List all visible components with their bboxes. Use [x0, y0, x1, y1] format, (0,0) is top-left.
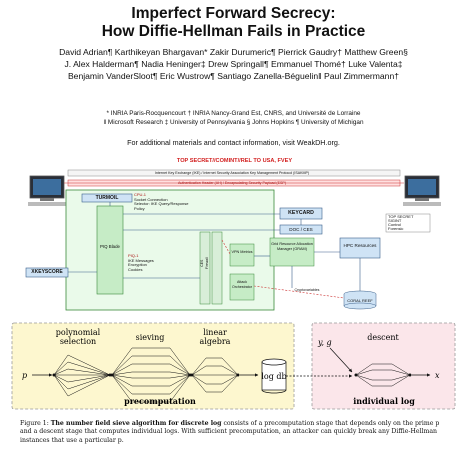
nfs-diagram: polynomial selection sieving linear alge…	[11, 322, 456, 410]
individual-log-label: individual log	[353, 396, 415, 406]
authors-line-3: Benjamin VanderSloot¶ Eric Wustrow¶ Sant…	[67, 71, 400, 81]
ah-bar-label: Authentication Header (AH) / Encapsulati…	[177, 180, 287, 185]
caption-rest: consists of a precomputation stage that …	[20, 420, 440, 444]
stage-selection-label: selection	[60, 337, 96, 346]
piq-blade-label: PIQ Blade	[99, 244, 120, 249]
piq-blade-box	[96, 205, 124, 295]
note-mid-0: PIQ-1	[128, 253, 139, 258]
stage-linear-label: linear	[203, 328, 227, 337]
gram-box	[269, 237, 315, 267]
precomputation-region	[11, 322, 295, 410]
turmoil-label: TURMOIL	[95, 194, 119, 201]
x-output-label: x	[435, 371, 440, 380]
figure-caption: Figure 1: The number field sieve algorit…	[20, 420, 452, 445]
doc-ces-label: DOC / CES	[289, 227, 313, 232]
attack-orchestrator-label: Attack Orchestrator	[232, 280, 252, 290]
cryptovariables-label: Cryptovariables	[294, 288, 320, 292]
hpc-box	[339, 237, 381, 259]
individual-log-region	[311, 322, 456, 410]
keycard-label: KEYCARD	[288, 209, 314, 216]
yg-input-label: y, g	[317, 338, 332, 347]
vpn-metrics-box	[229, 243, 255, 267]
legend-item-control: Control	[388, 222, 401, 227]
coral-reef-label: CORAL REEF	[347, 298, 373, 303]
note-left-1: Socket Connection	[134, 196, 168, 202]
legend-item-forensic: Forensic	[388, 226, 404, 231]
paper-title-line-1: Imperfect Forward Secrecy:	[131, 5, 336, 22]
stage-polynomial-label: polynomial	[56, 328, 101, 337]
legend-item-top-secret: TOP SECRET	[388, 214, 414, 219]
left-computer-icon	[28, 175, 66, 206]
log-db-label: log db	[261, 372, 286, 381]
caption-bold: The number field sieve algorithm for dis…	[50, 420, 222, 427]
xkeyscore-box	[25, 267, 69, 278]
affiliations-line-2: ‖ Microsoft Research ‡ University of Pen…	[103, 119, 364, 126]
ces-firewall-box	[199, 231, 211, 305]
caption-prefix: Figure 1:	[20, 420, 51, 427]
hpc-label: HPC Resources	[343, 242, 377, 248]
note-left-0: CPU-1	[134, 192, 147, 197]
turmoil-box	[81, 193, 133, 203]
note-left-2: Selector: IKE Query/Response	[134, 201, 189, 207]
xkeyscore-label: XKEYSCORE	[31, 269, 63, 275]
nsa-classification-banner: TOP SECRET//COMINT//REL TO USA, FVEY	[176, 158, 293, 164]
precomputation-label: precomputation	[124, 396, 196, 406]
stage-algebra-label: algebra	[200, 337, 231, 346]
note-mid-1: IKE Messages	[128, 257, 154, 263]
coral-reef-cylinder	[343, 302, 377, 310]
paper-title-line-2: How Diffie-Hellman Fails in Practice	[101, 23, 366, 40]
ike-bar-label: Internet Key Exchange (IKE) / Internet S…	[154, 170, 310, 175]
stage-descent-label: descent	[367, 333, 399, 342]
gram-label: Grid Resource Allocation Manager (GRAM)	[271, 242, 313, 252]
polynomial-selection-network	[53, 354, 111, 397]
sieving-network	[111, 347, 191, 403]
note-mid-3: Cookies	[128, 266, 143, 272]
note-left-3: Policy	[134, 205, 145, 211]
network-nodes	[52, 373, 240, 377]
descent-network	[355, 363, 411, 387]
attack-orchestrator-box	[229, 273, 255, 301]
nsa-diagram-graphics	[25, 169, 441, 311]
note-mid-2: Encryption	[128, 262, 147, 268]
linear-algebra-network	[191, 357, 239, 393]
authors-line-1: David Adrian¶ Karthikeyan Bhargavan* Zak…	[59, 47, 408, 57]
p-input-label: p	[22, 371, 27, 380]
affiliations-line-1: * INRIA Paris-Rocquencourt † INRIA Nancy…	[106, 110, 361, 117]
right-computer-icon	[403, 175, 441, 206]
contact-line: For additional materials and contact inf…	[127, 138, 340, 147]
nsa-vpn-diagram: TOP SECRET//COMINT//REL TO USA, FVEY Int…	[22, 158, 447, 316]
legend-box	[385, 213, 431, 233]
ces-firewall-label: CES Firewall	[199, 257, 209, 270]
legend-item-sigint: SIGINT	[388, 218, 402, 223]
stage-sieving-label: sieving	[136, 333, 165, 342]
authors-line-2: J. Alex Halderman¶ Nadia Heninger‡ Drew …	[64, 59, 403, 69]
vpn-metrics-label: VPN Metrics	[231, 250, 253, 254]
ike-bar	[67, 169, 401, 177]
